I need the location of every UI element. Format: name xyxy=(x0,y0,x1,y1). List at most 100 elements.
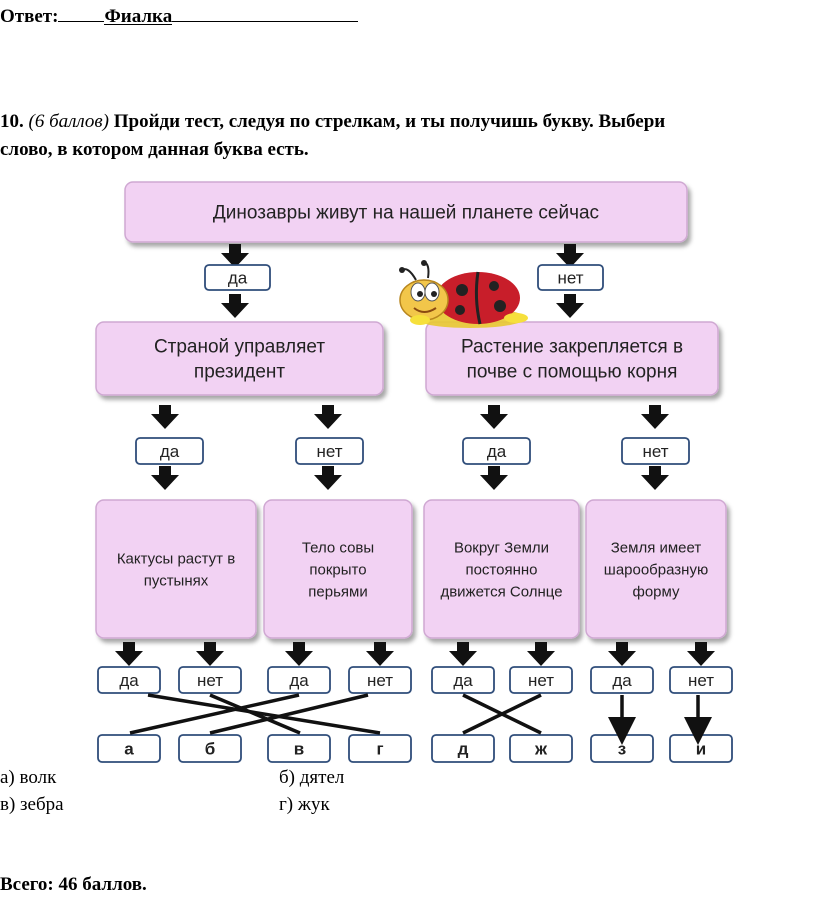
letter-6-label: ж xyxy=(534,740,548,759)
option-b: б) дятел xyxy=(279,767,345,788)
answer-yes-2b-label: да xyxy=(487,442,507,461)
letter-7-label: з xyxy=(618,740,626,759)
answer-yes-3-1-label: да xyxy=(119,671,139,690)
letter-2-label: б xyxy=(205,740,216,759)
answer-yes-3-7-label: да xyxy=(612,671,632,690)
answer-label: Ответ: xyxy=(0,6,59,27)
task-number: 10. xyxy=(0,111,24,132)
question-plant: Растение закрепляется в почве с помощью к… xyxy=(425,321,719,396)
letter-6: ж xyxy=(509,734,573,763)
task-instruction-2: слово, в котором данная буква есть. xyxy=(0,139,309,160)
question-level3-2-text: перьями xyxy=(308,583,367,600)
answer-no-3-6: нет xyxy=(509,666,573,694)
question-dinosaurs: Динозавры живут на нашей планете сейчас xyxy=(124,181,688,243)
letter-5-label: д xyxy=(458,740,469,759)
down-arrow-icon xyxy=(687,642,715,666)
answer-no-3-8: нет xyxy=(669,666,733,694)
answer-no-1: нет xyxy=(537,264,604,291)
down-arrow-icon xyxy=(196,642,224,666)
question-president-text: Страной управляет xyxy=(154,337,325,358)
answer-no-3-8-label: нет xyxy=(688,671,714,690)
down-arrow-icon xyxy=(314,405,342,429)
question-level3-4-text: шарообразную xyxy=(604,561,708,578)
question-plant-text: почве с помощью корня xyxy=(467,362,678,383)
question-level3-1-text: Кактусы растут в xyxy=(117,550,235,567)
answer-yes-3-7: да xyxy=(590,666,654,694)
down-arrow-icon xyxy=(480,405,508,429)
letter-3: в xyxy=(267,734,331,763)
down-arrow-icon xyxy=(480,466,508,490)
ladybug-icon xyxy=(399,260,528,328)
total-score: Всего: 46 баллов. xyxy=(0,874,147,895)
task-line-2: слово, в котором данная буква есть. xyxy=(0,138,309,162)
down-arrow-icon xyxy=(527,642,555,666)
letter-3-label: в xyxy=(294,740,304,759)
down-arrow-icon xyxy=(556,294,584,318)
answer-no-3-2: нет xyxy=(178,666,242,694)
answer-no-3-4: нет xyxy=(348,666,412,694)
answer-yes-2a-label: да xyxy=(160,442,180,461)
down-arrow-icon xyxy=(608,642,636,666)
answer-line: Ответ: Фиалка xyxy=(0,2,359,29)
connector-line xyxy=(209,693,369,735)
question-level3-3-text: постоянно xyxy=(465,561,537,578)
question-level3-3-text: Вокруг Земли xyxy=(454,539,549,556)
down-arrow-icon xyxy=(221,244,249,268)
question-plant-text: Растение закрепляется в xyxy=(461,337,683,358)
down-arrow-icon xyxy=(366,642,394,666)
connector-line xyxy=(147,693,381,735)
answer-yes-3-1: да xyxy=(97,666,161,694)
letter-2: б xyxy=(178,734,242,763)
down-arrow-icon xyxy=(641,466,669,490)
answer-no-2b: нет xyxy=(621,437,690,465)
down-arrow-icon xyxy=(151,466,179,490)
down-arrow-icon xyxy=(285,642,313,666)
answer-blank-2 xyxy=(172,2,359,22)
letter-7: з xyxy=(590,734,654,763)
answer-no-3-4-label: нет xyxy=(367,671,393,690)
letter-4: г xyxy=(348,734,412,763)
down-arrow-icon xyxy=(115,642,143,666)
down-arrow-icon xyxy=(449,642,477,666)
task-line-1: 10. (6 баллов) Пройди тест, следуя по ст… xyxy=(0,110,665,134)
answer-blank-1 xyxy=(58,2,105,22)
option-v: в) зебра xyxy=(0,794,64,815)
connector-line xyxy=(209,693,301,735)
answer-value: Фиалка xyxy=(104,6,173,27)
down-arrow-icon xyxy=(641,405,669,429)
answer-no-3-6-label: нет xyxy=(528,671,554,690)
question-dinosaurs-text: Динозавры живут на нашей планете сейчас xyxy=(213,203,599,224)
answer-no-2b-label: нет xyxy=(642,442,668,461)
option-g: г) жук xyxy=(279,794,330,815)
answer-no-3-2-label: нет xyxy=(197,671,223,690)
down-arrow-icon xyxy=(151,405,179,429)
answer-yes-1-label: да xyxy=(228,269,248,288)
answer-yes-3-5-label: да xyxy=(453,671,473,690)
question-level3-2-text: покрыто xyxy=(309,561,366,578)
question-level3-4-text: Земля имеет xyxy=(611,539,702,556)
connector-line xyxy=(129,693,300,735)
letter-8: и xyxy=(669,734,733,763)
letter-8-label: и xyxy=(696,740,706,759)
answer-yes-3-3: да xyxy=(267,666,331,694)
answer-yes-2b: да xyxy=(462,437,531,465)
connector-line xyxy=(462,693,542,735)
down-arrow-icon xyxy=(556,244,584,268)
answer-yes-1: да xyxy=(204,264,271,291)
task-points: (6 баллов) xyxy=(28,111,110,132)
letter-4-label: г xyxy=(376,740,383,759)
option-a: а) волк xyxy=(0,767,57,788)
task-instruction-1: Пройди тест, следуя по стрелкам, и ты по… xyxy=(113,111,666,132)
down-arrow-icon xyxy=(314,466,342,490)
question-president-text: президент xyxy=(194,362,285,383)
question-level3-3-text: движется Солнце xyxy=(440,583,562,600)
answer-yes-3-3-label: да xyxy=(289,671,309,690)
letter-1: а xyxy=(97,734,161,763)
answer-no-2a-label: нет xyxy=(316,442,342,461)
answer-no-2a: нет xyxy=(295,437,364,465)
letter-5: д xyxy=(431,734,495,763)
